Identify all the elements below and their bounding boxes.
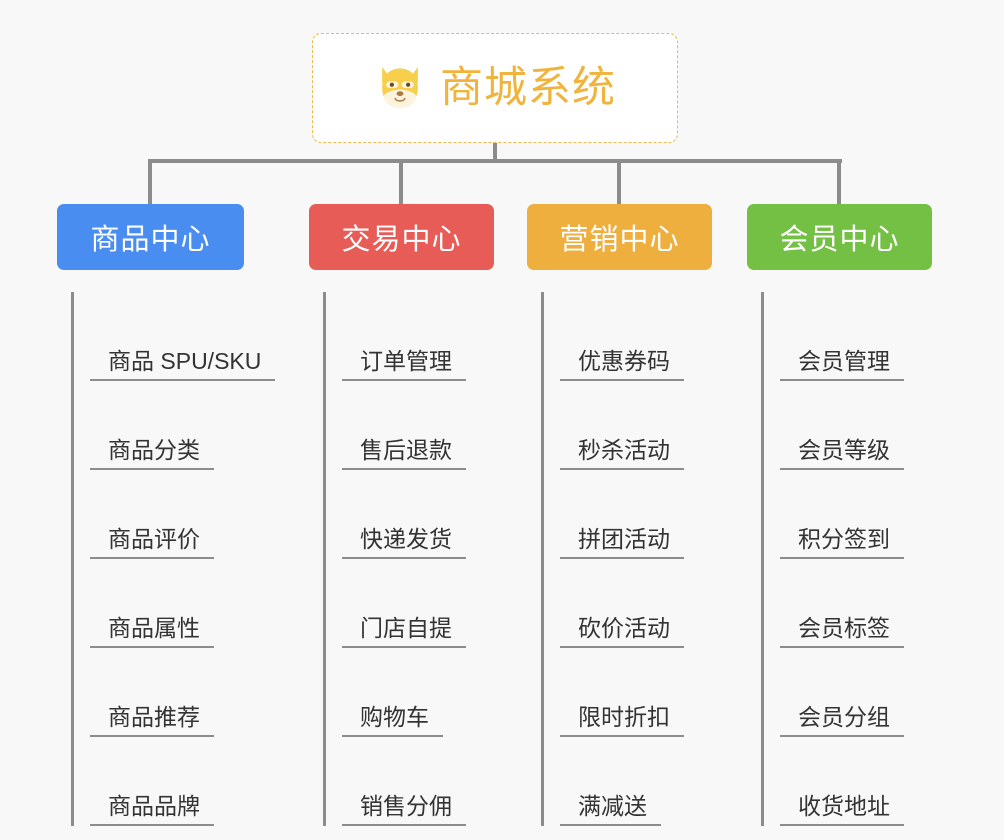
leaf-item[interactable]: 商品属性 xyxy=(90,559,297,648)
leaf-label: 会员等级 xyxy=(780,437,904,470)
leaf-label: 购物车 xyxy=(342,704,443,737)
leaf-item[interactable]: 商品品牌 xyxy=(90,737,297,826)
leaf-item[interactable]: 订单管理 xyxy=(342,292,549,381)
leaf-label: 商品分类 xyxy=(90,437,214,470)
branch-column-1: 交易中心 订单管理 售后退款 快递发货 门店自提 购物车 销售分佣 xyxy=(309,204,549,826)
leaf-item[interactable]: 满减送 xyxy=(560,737,767,826)
leaf-item[interactable]: 砍价活动 xyxy=(560,559,767,648)
root-title: 商城系统 xyxy=(440,63,616,112)
leaf-list-0: 商品 SPU/SKU 商品分类 商品评价 商品属性 商品推荐 商品品牌 xyxy=(71,292,297,826)
leaf-item[interactable]: 门店自提 xyxy=(342,559,549,648)
category-node-2[interactable]: 营销中心 xyxy=(527,204,712,270)
leaf-label: 商品品牌 xyxy=(90,793,214,826)
leaf-label: 会员分组 xyxy=(780,704,904,737)
leaf-item[interactable]: 商品分类 xyxy=(90,381,297,470)
leaf-item[interactable]: 会员管理 xyxy=(780,292,987,381)
leaf-item[interactable]: 会员标签 xyxy=(780,559,987,648)
leaf-item[interactable]: 售后退款 xyxy=(342,381,549,470)
leaf-list-1: 订单管理 售后退款 快递发货 门店自提 购物车 销售分佣 xyxy=(323,292,549,826)
branch-column-0: 商品中心 商品 SPU/SKU 商品分类 商品评价 商品属性 商品推荐 商品品牌 xyxy=(57,204,297,826)
leaf-list-3: 会员管理 会员等级 积分签到 会员标签 会员分组 收货地址 xyxy=(761,292,987,826)
category-node-1[interactable]: 交易中心 xyxy=(309,204,494,270)
leaf-label: 快递发货 xyxy=(342,526,466,559)
leaf-item[interactable]: 收货地址 xyxy=(780,737,987,826)
leaf-item[interactable]: 商品推荐 xyxy=(90,648,297,737)
leaf-item[interactable]: 秒杀活动 xyxy=(560,381,767,470)
category-label-1: 交易中心 xyxy=(341,224,462,256)
leaf-label: 积分签到 xyxy=(780,526,904,559)
leaf-label: 收货地址 xyxy=(780,793,904,826)
leaf-label: 满减送 xyxy=(560,793,661,826)
leaf-label: 商品 SPU/SKU xyxy=(90,348,276,381)
leaf-item[interactable]: 积分签到 xyxy=(780,470,987,559)
category-label-0: 商品中心 xyxy=(90,224,211,256)
leaf-item[interactable]: 优惠券码 xyxy=(560,292,767,381)
leaf-label: 商品推荐 xyxy=(90,704,214,737)
leaf-label: 优惠券码 xyxy=(560,348,684,381)
leaf-item[interactable]: 拼团活动 xyxy=(560,470,767,559)
category-node-3[interactable]: 会员中心 xyxy=(747,204,932,270)
category-label-2: 营销中心 xyxy=(559,224,680,256)
leaf-item[interactable]: 购物车 xyxy=(342,648,549,737)
leaf-label: 会员标签 xyxy=(780,615,904,648)
branch-column-2: 营销中心 优惠券码 秒杀活动 拼团活动 砍价活动 限时折扣 满减送 xyxy=(527,204,767,826)
branch-column-3: 会员中心 会员管理 会员等级 积分签到 会员标签 会员分组 收货地址 xyxy=(747,204,987,826)
leaf-label: 拼团活动 xyxy=(560,526,684,559)
leaf-item[interactable]: 会员分组 xyxy=(780,648,987,737)
category-node-0[interactable]: 商品中心 xyxy=(57,204,244,270)
leaf-label: 砍价活动 xyxy=(560,615,684,648)
leaf-item[interactable]: 商品评价 xyxy=(90,470,297,559)
leaf-item[interactable]: 销售分佣 xyxy=(342,737,549,826)
leaf-label: 销售分佣 xyxy=(342,793,466,826)
leaf-label: 商品属性 xyxy=(90,615,214,648)
leaf-label: 限时折扣 xyxy=(560,704,684,737)
leaf-label: 秒杀活动 xyxy=(560,437,684,470)
dog-face-icon xyxy=(382,66,418,109)
leaf-label: 售后退款 xyxy=(342,437,466,470)
category-label-3: 会员中心 xyxy=(779,224,900,256)
leaf-list-2: 优惠券码 秒杀活动 拼团活动 砍价活动 限时折扣 满减送 xyxy=(541,292,767,826)
leaf-label: 门店自提 xyxy=(342,615,466,648)
leaf-label: 会员管理 xyxy=(780,348,904,381)
leaf-item[interactable]: 会员等级 xyxy=(780,381,987,470)
leaf-label: 商品评价 xyxy=(90,526,214,559)
leaf-item[interactable]: 限时折扣 xyxy=(560,648,767,737)
leaf-label: 订单管理 xyxy=(342,348,466,381)
leaf-item[interactable]: 商品 SPU/SKU xyxy=(90,292,297,381)
root-node[interactable]: 商城系统 xyxy=(312,33,678,143)
leaf-item[interactable]: 快递发货 xyxy=(342,470,549,559)
